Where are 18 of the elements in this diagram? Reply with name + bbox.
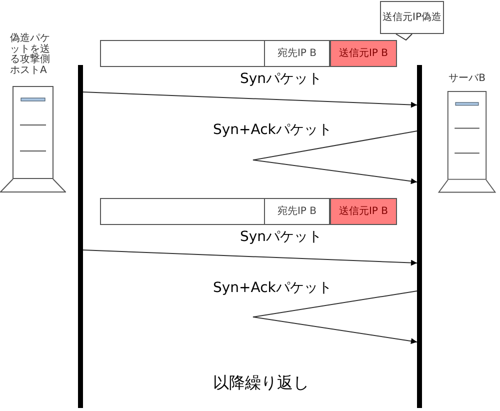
arrow [82, 250, 418, 266]
lifeline [417, 65, 422, 408]
arrow [252, 290, 418, 344]
edge-label: Syn+Ackパケット [213, 279, 332, 297]
packet-header [100, 40, 396, 67]
highlighted-header-field: 送信元IP B [330, 198, 397, 225]
arrow [252, 130, 418, 184]
host-label: 偽造パケットを送る攻撃側ホストA [10, 34, 51, 76]
header-field: 宛先IP B [264, 40, 330, 67]
packet-header [100, 198, 396, 225]
callout-pointer [396, 34, 412, 41]
note-text: 以降繰り返し [213, 373, 309, 393]
highlighted-header-field: 送信元IP B [330, 40, 397, 67]
lifeline [78, 65, 83, 408]
header-field: 宛先IP B [264, 198, 330, 225]
host-label: サーバB [448, 73, 486, 85]
edge-label: Syn+Ackパケット [213, 121, 332, 139]
arrow [82, 92, 418, 108]
